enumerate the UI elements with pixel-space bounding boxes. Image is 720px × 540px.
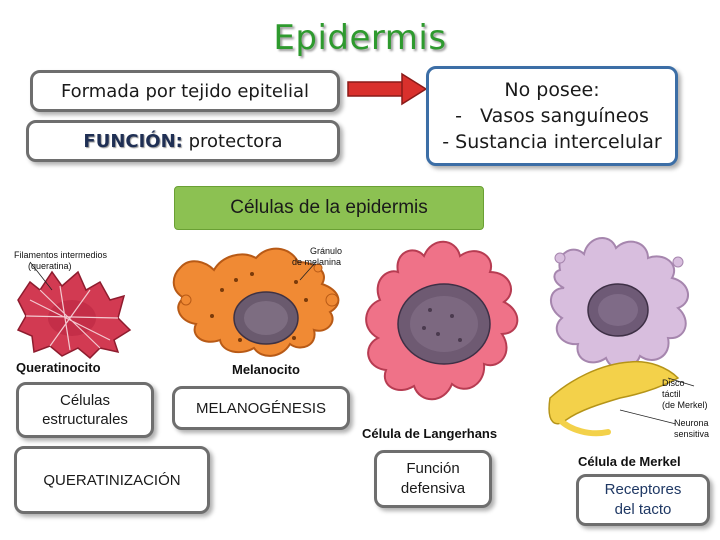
funcion-value: protectora [182,130,283,152]
melanocyte-name: Melanocito [232,362,300,377]
formada-text: Formada por tejido epitelial [60,80,310,102]
annotation-line: de melanina [292,257,342,267]
receptores-tacto-box: Receptores del tacto [576,474,710,526]
langerhans-name: Célula de Langerhans [362,426,498,441]
box-line: estructurales [42,411,128,428]
merkel-cell-illustration [548,237,695,437]
no-posee-heading: No posee: [504,79,600,101]
no-posee-item: - Sustancia intercelular [442,131,662,153]
no-posee-box: No posee: - Vasos sanguíneos - Sustancia… [426,66,678,166]
arrow-right-icon [347,72,428,106]
annotation-line: Filamentos intermedios [14,250,108,260]
funcion-box: FUNCIÓN: protectora [26,120,340,162]
celulas-estructurales-box: Células estructurales [16,382,154,438]
annotation-line: táctil [662,389,681,399]
celulas-header: Células de la epidermis [174,186,484,230]
box-line: defensiva [400,480,466,497]
no-posee-item: - Vasos sanguíneos [455,105,649,127]
annotation-line: Neurona [674,418,709,428]
funcion-defensiva-box: Función defensiva [374,450,492,508]
annotation-line: (queratina) [28,261,72,271]
langerhans-cell-illustration [365,240,519,401]
melanocyte-illustration [172,247,340,357]
keratinocyte-illustration [16,261,132,360]
queratinizacion-box: QUERATINIZACIÓN [14,446,210,514]
melanocyte-annotation: Gránulo de melanina [292,246,342,268]
formada-box: Formada por tejido epitelial [30,70,340,112]
funcion-label: FUNCIÓN: [83,130,183,152]
merkel-name: Célula de Merkel [578,454,681,469]
annotation-line: Gránulo [310,246,343,256]
page-title: Epidermis [273,18,447,58]
annotation-line: Disco [662,378,685,388]
box-line: del tacto [614,501,672,518]
merkel-disc-annotation: Disco táctil (de Merkel) [662,378,708,411]
keratinocyte-name: Queratinocito [16,360,101,375]
box-line: Receptores [604,481,682,498]
neuron-annotation: Neurona sensitiva [674,418,709,440]
box-line: QUERATINIZACIÓN [43,471,181,489]
box-line: MELANOGÉNESIS [195,399,327,417]
celulas-header-text: Células de la epidermis [230,197,428,218]
annotation-line: sensitiva [674,429,710,439]
annotation-line: (de Merkel) [662,400,708,410]
keratinocyte-annotation: Filamentos intermedios (queratina) [14,250,107,272]
box-line: Función [406,460,460,477]
box-line: Células [59,392,111,409]
melanogenesis-box: MELANOGÉNESIS [172,386,350,430]
